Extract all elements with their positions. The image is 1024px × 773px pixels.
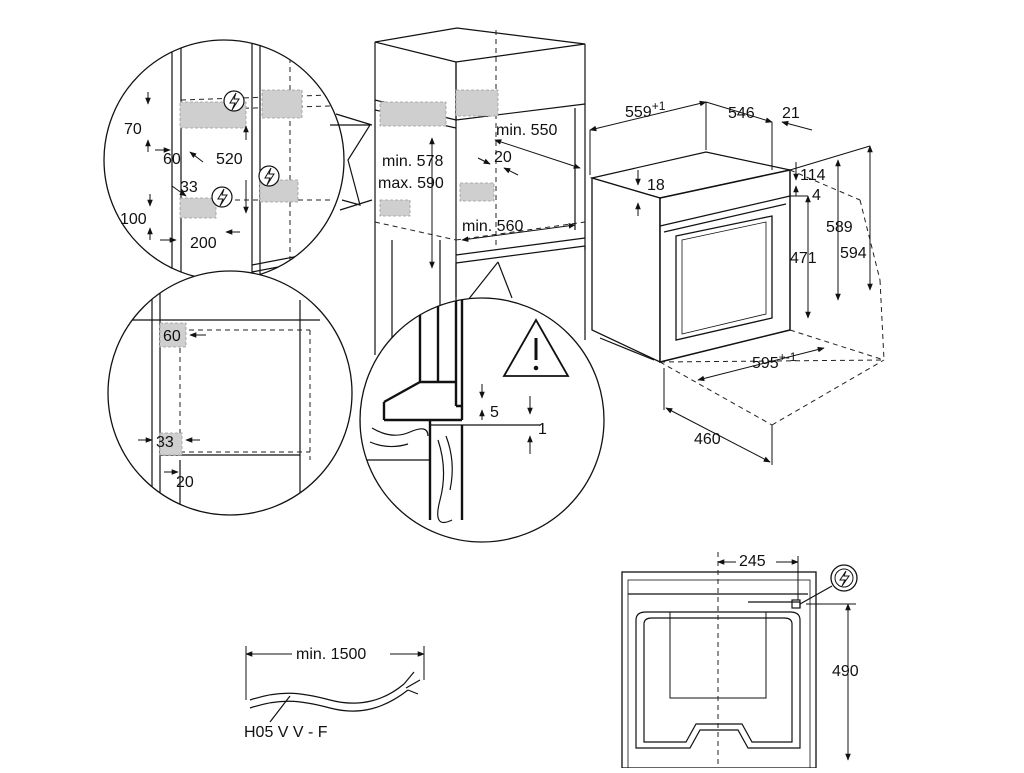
oven-appliance: 559+1 546 21 18 114 4 471 589 594 595+-1…: [589, 99, 885, 465]
warning-triangle-icon: [502, 318, 570, 377]
power-connection-icon: [211, 186, 233, 208]
dim-595: 595+-1: [752, 350, 797, 372]
dim-20-cabinet: 20: [494, 149, 512, 166]
dim-100: 100: [120, 211, 147, 228]
dim-1: 1: [538, 421, 547, 438]
detail-circle-gap: 5 1: [359, 297, 605, 543]
dim-520: 520: [216, 151, 243, 168]
dim-4: 4: [812, 187, 821, 204]
power-connection-icon: [830, 564, 858, 592]
dim-60-box: 60: [163, 328, 181, 345]
dim-546: 546: [728, 105, 755, 122]
dim-min-1500: min. 1500: [296, 646, 366, 663]
oven-front-view: 245 490: [621, 551, 859, 769]
dim-559: 559+1: [625, 99, 666, 121]
dim-60-top: 60: [163, 151, 181, 168]
power-connection-icon: [258, 165, 280, 187]
dim-114: 114: [800, 167, 826, 184]
power-connection-icon: [223, 90, 245, 112]
dim-min-560: min. 560: [462, 218, 523, 235]
dim-max-590: max. 590: [378, 175, 444, 192]
dim-200: 200: [190, 235, 217, 252]
dim-460: 460: [694, 431, 721, 448]
dim-18: 18: [647, 177, 665, 194]
detail-circle-front-frame: 60 33 20: [107, 270, 353, 516]
power-cable: min. 1500 H05 V V - F: [244, 644, 425, 741]
dim-471: 471: [790, 250, 817, 267]
dim-33-box: 33: [156, 434, 174, 451]
dim-594: 594: [840, 245, 867, 262]
dim-min-550: min. 550: [496, 122, 557, 139]
installation-cabinet: min. 578 max. 590 min. 550 20 min. 560: [374, 27, 586, 355]
cable-type-label: H05 V V - F: [244, 724, 328, 741]
dim-5: 5: [490, 404, 499, 421]
dim-245: 245: [739, 553, 766, 570]
dim-min-578: min. 578: [382, 153, 443, 170]
dim-70: 70: [124, 121, 142, 138]
dim-589: 589: [826, 219, 853, 236]
dim-21: 21: [782, 105, 800, 122]
dim-490: 490: [832, 663, 859, 680]
dim-20-box: 20: [176, 474, 194, 491]
detail-circle-cabinet-side: 70 60 520 33 100 200: [103, 39, 345, 281]
